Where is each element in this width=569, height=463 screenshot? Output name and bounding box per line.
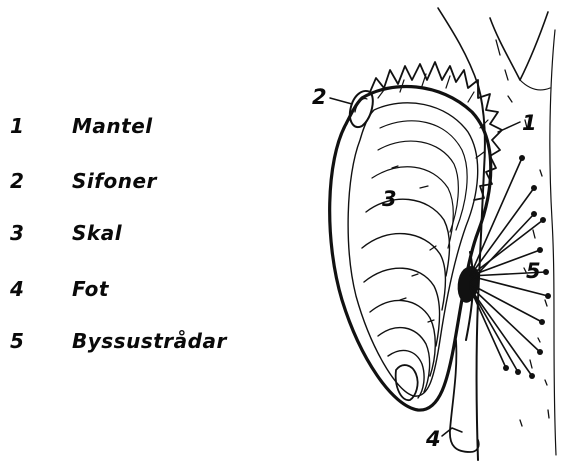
callout-foot: 4 — [425, 427, 441, 451]
callout-shell: 3 — [382, 187, 397, 211]
rock-substrate — [438, 8, 556, 460]
callout-mantle: 1 — [522, 111, 537, 135]
callout-leaders — [330, 98, 520, 436]
callout-byssus: 5 — [526, 259, 541, 283]
callout-siphons: 2 — [312, 85, 327, 109]
shell — [330, 86, 491, 410]
mantle-fringe — [370, 62, 502, 200]
